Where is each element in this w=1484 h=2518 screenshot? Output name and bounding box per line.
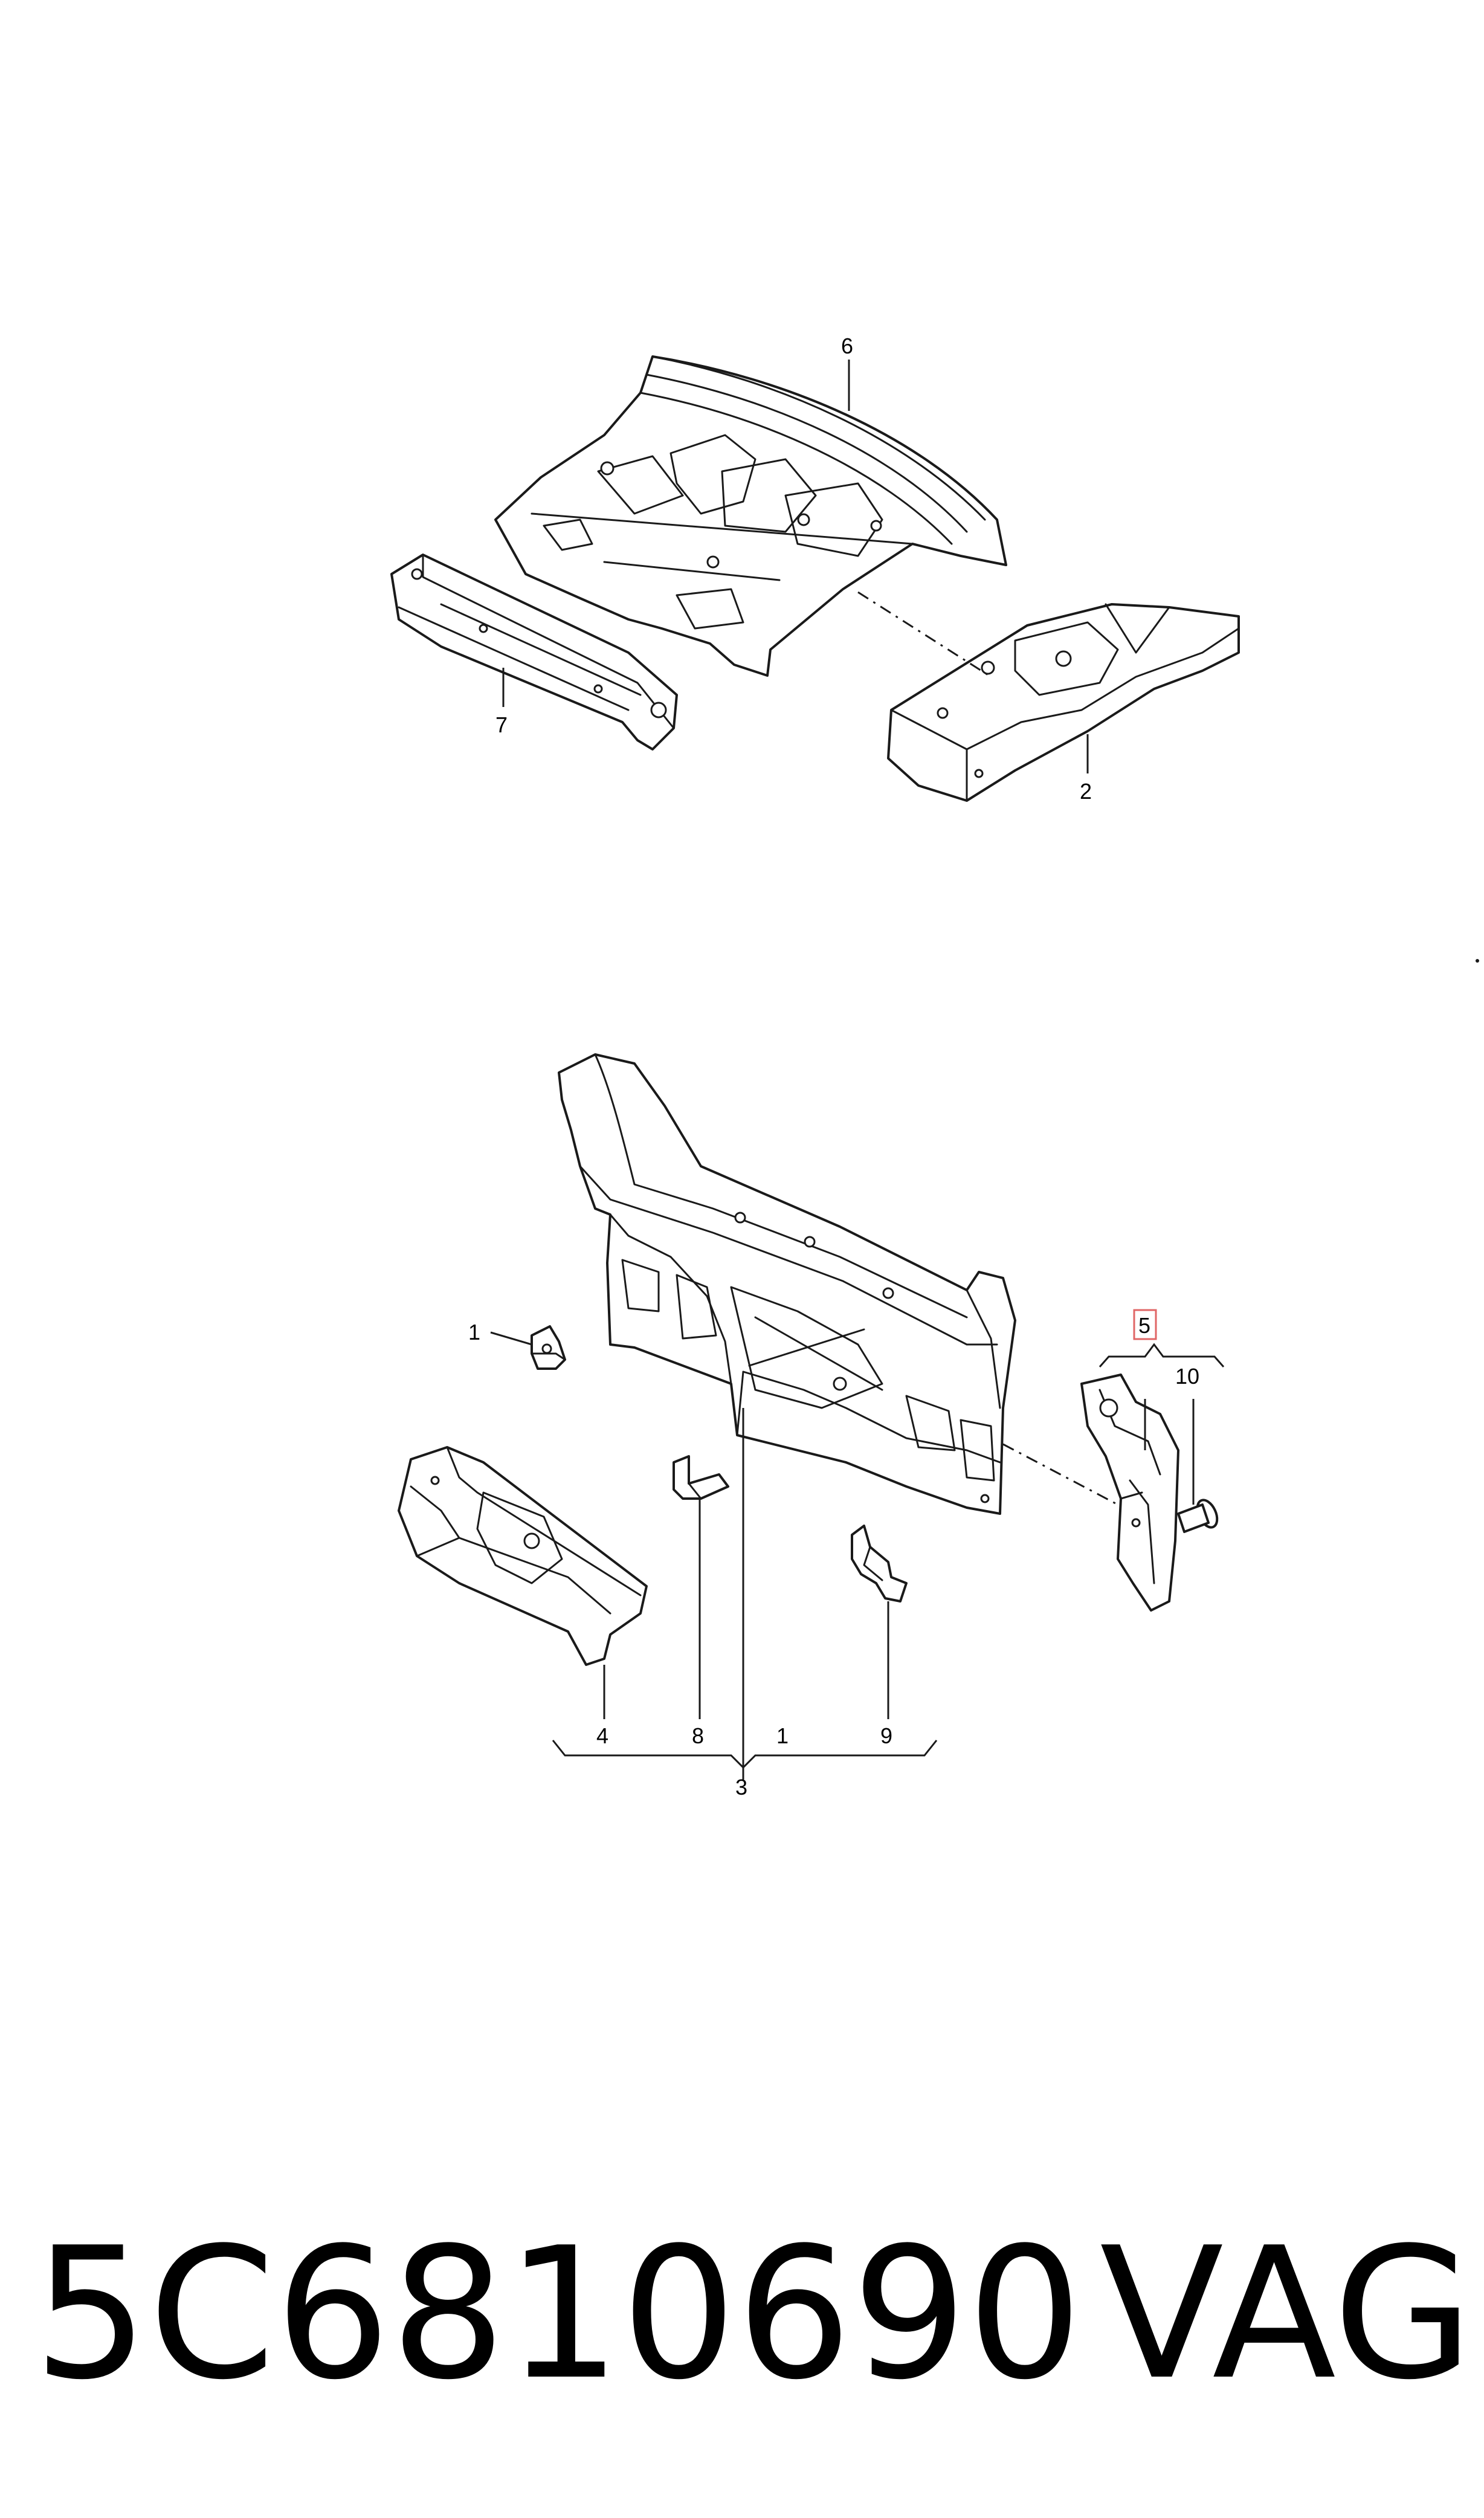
part-2-side-member — [887, 603, 1240, 802]
part-4-reinforcement — [398, 1446, 648, 1666]
group-bracket-3 — [552, 1740, 938, 1769]
callout-1-bottom: 1 — [776, 1723, 789, 1748]
callout-3: 3 — [735, 1775, 747, 1800]
stray-dot — [1476, 959, 1479, 963]
part-8-bracket — [673, 1455, 729, 1500]
callout-4: 4 — [596, 1723, 608, 1748]
callout-10: 10 — [1175, 1364, 1199, 1389]
callout-9: 9 — [880, 1723, 892, 1748]
callout-7: 7 — [495, 712, 508, 737]
callout-6: 6 — [841, 334, 853, 358]
part-number: 5C6810690 — [33, 2209, 1083, 2420]
part-6-rear-floor-pan — [494, 355, 1007, 677]
callout-2: 2 — [1080, 779, 1092, 804]
group-bracket-5 — [1098, 1343, 1225, 1367]
part-1-small-bracket — [531, 1325, 566, 1370]
alignment-line-bottom — [1002, 1443, 1118, 1506]
part-10-bolt — [1177, 1499, 1219, 1533]
brand-label: VAG — [1100, 2209, 1474, 2420]
alignment-line-top — [857, 591, 992, 678]
part-5-side-bracket — [1080, 1374, 1179, 1612]
part-7-cross-member — [390, 554, 678, 751]
callout-1-top: 1 — [468, 1320, 480, 1345]
part-3-rear-panel — [558, 1053, 1016, 1515]
highlight-box-5 — [1133, 1309, 1157, 1340]
callout-5: 5 — [1138, 1313, 1150, 1338]
callout-8: 8 — [692, 1723, 704, 1748]
leader-1-top — [490, 1331, 532, 1346]
part-9-bracket — [851, 1525, 908, 1603]
